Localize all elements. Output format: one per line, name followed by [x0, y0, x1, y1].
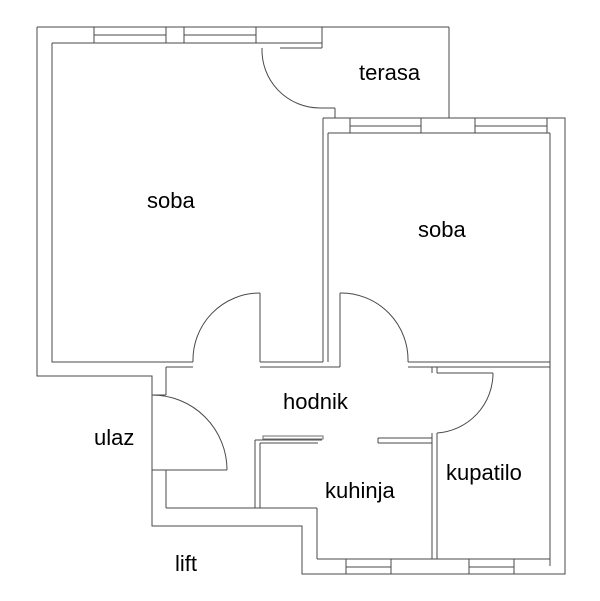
kitchen-counter [262, 435, 324, 440]
window-kupatilo [468, 559, 515, 574]
walls-hodnik [52, 293, 565, 575]
room-label-lift: lift [175, 551, 197, 576]
window-kuhinja [345, 559, 392, 574]
door-soba-terasa [261, 47, 336, 118]
room-label-hodnik: hodnik [283, 389, 348, 414]
walls-soba-2 [322, 117, 566, 574]
walls-terasa [322, 26, 450, 118]
room-label-soba-2: soba [418, 217, 466, 242]
door-kupatilo [436, 372, 494, 434]
room-label-kupatilo: kupatilo [446, 460, 522, 485]
door-ulaz [151, 394, 228, 471]
windows-soba-1 [93, 27, 257, 43]
room-label-terasa: terasa [359, 60, 421, 85]
room-label-soba-1: soba [147, 188, 195, 213]
door-soba-1-hodnik [192, 292, 261, 363]
door-soba-2-hodnik [339, 292, 409, 363]
room-label-kuhinja: kuhinja [325, 478, 395, 503]
walls-soba-1 [36, 26, 566, 575]
windows-soba-2 [349, 118, 548, 133]
room-label-ulaz: ulaz [94, 425, 135, 450]
